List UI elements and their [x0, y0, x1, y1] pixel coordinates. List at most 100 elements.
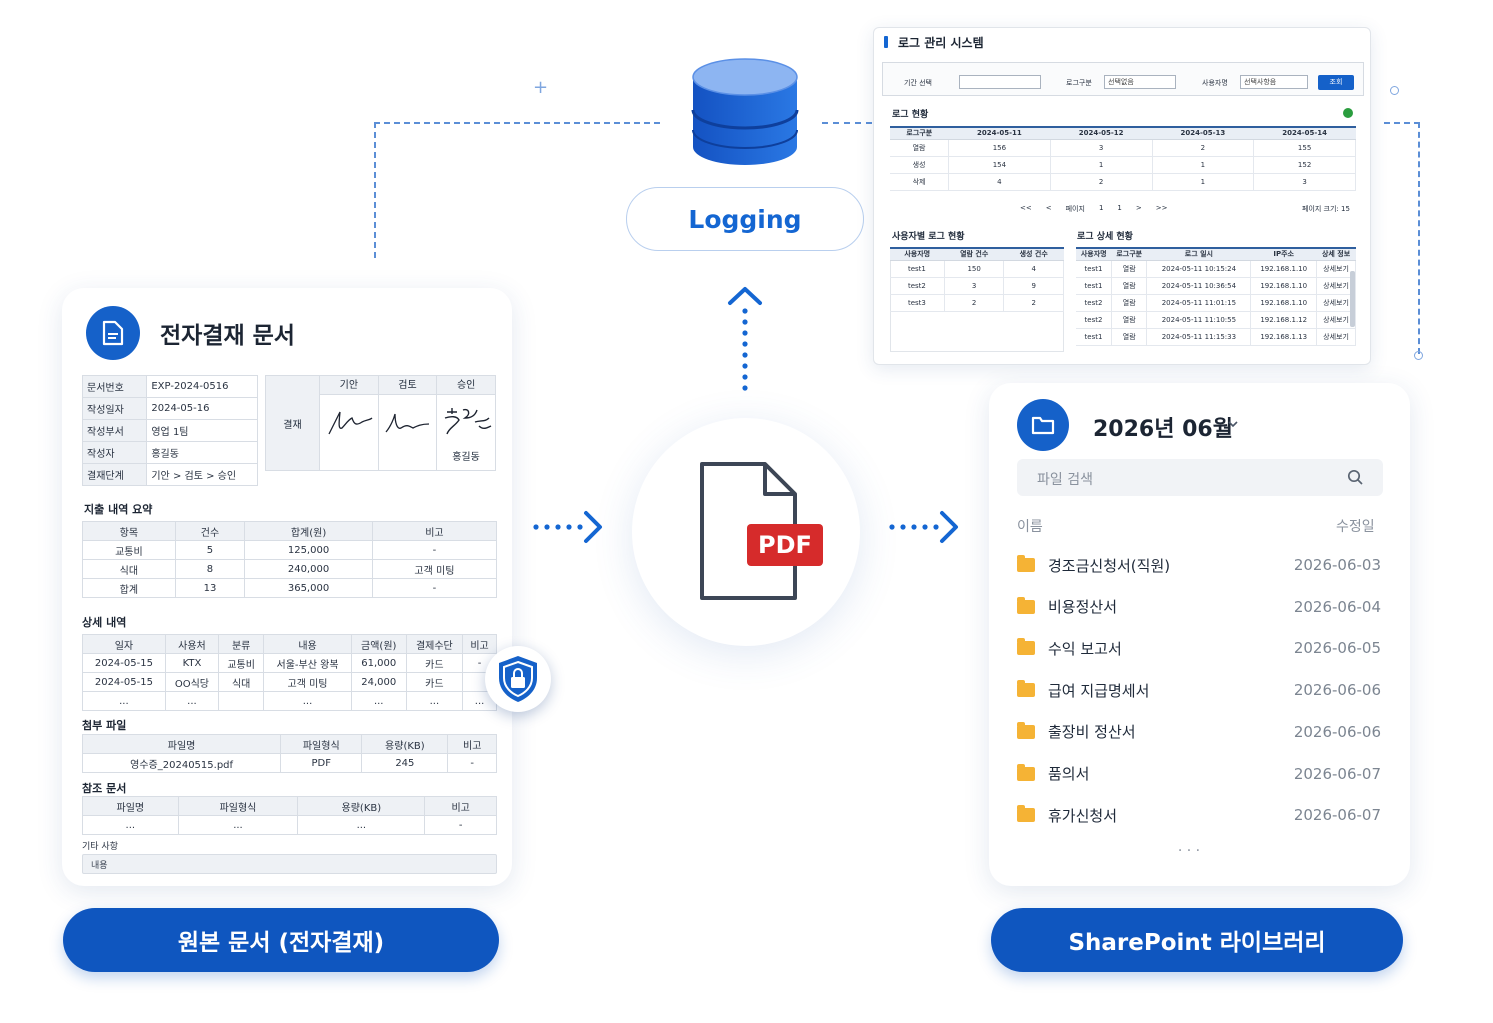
log-status-cell: 1	[1152, 173, 1255, 191]
detail-cell: 교통비	[218, 653, 265, 673]
summary-cell: 240,000	[244, 559, 373, 579]
column-header-modified[interactable]: 수정일	[1336, 519, 1375, 535]
log-management-panel: 로그 관리 시스템 기간 선택 로그구분 선택없음 사용자명 선택사항음 조회 …	[873, 27, 1371, 365]
log-detail-cell: 192.168.1.10	[1250, 260, 1318, 278]
reference-header: 용량(KB)	[297, 796, 426, 816]
page-label: 페이지	[1065, 205, 1085, 213]
attachment-header: 용량(KB)	[361, 734, 449, 754]
summary-header: 비고	[371, 521, 498, 541]
info-value: 영업 1팀	[146, 419, 258, 442]
detail-cell: ...	[263, 691, 352, 711]
pagination: << < 페이지 1 1 > >>	[1020, 204, 1167, 214]
log-status-cell: 3	[1050, 139, 1153, 157]
first-page-button[interactable]: <<	[1020, 204, 1032, 212]
file-list-item[interactable]: 경조금신청서(직원)2026-06-03	[1017, 553, 1381, 577]
detail-cell: 카드	[405, 653, 464, 673]
approval-header-draft: 기안	[320, 376, 379, 394]
prev-page-button[interactable]: <	[1045, 204, 1052, 212]
info-value: 홍길동	[146, 441, 258, 464]
by-user-cell: 3	[944, 277, 1005, 295]
log-status-header: 로그구분	[890, 126, 949, 140]
summary-header: 항목	[82, 521, 176, 541]
log-status-cell: 152	[1253, 156, 1356, 174]
log-type-select[interactable]: 선택없음	[1104, 75, 1176, 89]
document-icon	[86, 306, 140, 360]
signature-image	[444, 408, 492, 435]
file-modified-date: 2026-06-04	[1293, 597, 1381, 616]
folder-icon	[1017, 721, 1035, 739]
user-select[interactable]: 선택사항음	[1240, 75, 1308, 89]
next-page-button[interactable]: >	[1135, 204, 1142, 212]
approval-label: 결재	[266, 376, 320, 470]
detail-header: 내용	[263, 634, 352, 654]
security-shield-badge	[485, 646, 551, 712]
detail-cell: 61,000	[350, 653, 407, 673]
summary-cell: 365,000	[244, 578, 373, 598]
log-detail-cell: test1	[1076, 277, 1112, 295]
folder-icon	[1017, 399, 1069, 451]
log-detail-cell: 192.168.1.10	[1250, 277, 1318, 295]
month-selector[interactable]: 2026년 06월	[1093, 417, 1233, 442]
log-status-cell: 2	[1050, 173, 1153, 191]
reference-cell: ...	[177, 815, 299, 835]
approval-header-approve: 승인	[456, 380, 476, 391]
detail-cell: ...	[350, 691, 407, 711]
ring-decoration-icon	[1390, 86, 1399, 95]
approval-header-review: 검토	[379, 376, 438, 394]
attachments-title: 첨부 파일	[82, 719, 127, 732]
log-detail-cell: 상세보기	[1316, 294, 1356, 312]
plus-decoration-icon: +	[533, 77, 549, 98]
detail-header: 일자	[82, 634, 166, 654]
summary-cell: 8	[174, 559, 246, 579]
log-status-header: 2024-05-12	[1050, 126, 1152, 140]
by-user-header: 열람 건수	[944, 247, 1004, 261]
file-search-input[interactable]: 파일 검색	[1017, 459, 1383, 496]
references-title: 참조 문서	[82, 782, 127, 795]
attachment-cell: 영수증_20240515.pdf	[81, 753, 282, 773]
scrollbar[interactable]	[1350, 271, 1355, 327]
column-header-name[interactable]: 이름	[1017, 519, 1043, 535]
detail-cell: ...	[82, 691, 166, 711]
log-detail-cell: test2	[1076, 311, 1112, 329]
summary-cell: 5	[174, 540, 246, 560]
log-status-cell: 1	[1050, 156, 1153, 174]
log-detail-cell: 열람	[1111, 294, 1148, 312]
detail-row: ..................	[82, 691, 497, 711]
info-value: 기안 > 검토 > 승인	[146, 463, 258, 486]
folder-icon	[1017, 763, 1035, 781]
log-status-header: 2024-05-11	[948, 126, 1051, 140]
log-detail-header: 상세 정보	[1316, 247, 1356, 261]
folder-icon	[1017, 680, 1035, 698]
summary-cell: 125,000	[244, 540, 373, 560]
file-modified-date: 2026-06-07	[1293, 764, 1381, 783]
other-title: 기타 사항	[82, 842, 118, 852]
chevron-down-icon[interactable]	[1227, 419, 1239, 429]
file-name: 경조금신청서(직원)	[1048, 556, 1171, 575]
log-status-cell: 생성	[890, 156, 950, 174]
last-page-button[interactable]: >>	[1155, 204, 1168, 212]
search-button[interactable]: 조회	[1318, 75, 1354, 90]
log-detail-cell: 상세보기	[1316, 277, 1356, 295]
search-icon[interactable]	[1347, 469, 1364, 486]
period-input[interactable]	[959, 75, 1041, 89]
summary-cell: 식대	[82, 559, 176, 579]
up-arrow-icon	[728, 287, 762, 391]
by-user-cell: test2	[890, 277, 945, 295]
log-status-title: 로그 현황	[892, 110, 929, 120]
log-detail-cell: 열람	[1111, 260, 1148, 278]
log-detail-cell: 2024-05-11 10:36:54	[1146, 277, 1252, 295]
log-detail-cell: 열람	[1111, 277, 1148, 295]
